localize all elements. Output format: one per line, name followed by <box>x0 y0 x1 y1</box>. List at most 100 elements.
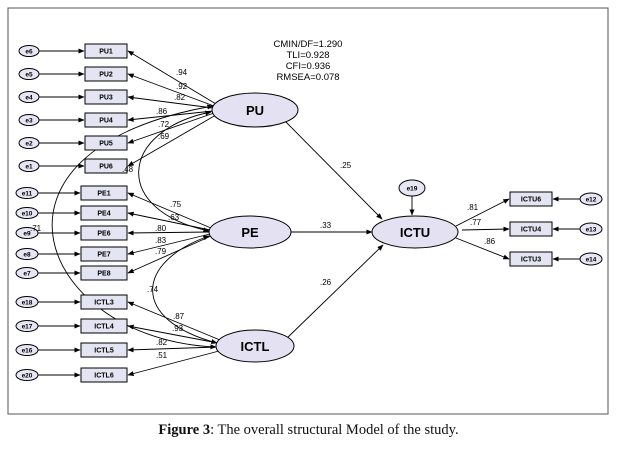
error-node <box>15 187 39 199</box>
error-node <box>18 91 40 103</box>
indicator-label: ICTL5 <box>94 348 114 355</box>
error-node <box>15 369 39 381</box>
coef-ictl5: .82 <box>156 338 168 347</box>
indicator-label: ICTU4 <box>521 227 541 234</box>
pe-indicators: e11 PE1 e10 PE4 e9 PE6 e8 PE7 e7 PE8 <box>15 185 128 281</box>
indicator-label: ICTL3 <box>94 300 114 307</box>
error-label: e10 <box>22 211 33 218</box>
error-node <box>15 248 39 260</box>
cov-pu-ictl-curve <box>51 104 217 350</box>
loading-pe7-line <box>127 233 211 256</box>
indicator-label: ICTU6 <box>521 197 541 204</box>
error-label: e16 <box>22 348 33 355</box>
coef-pu1: .94 <box>176 68 188 77</box>
error-label: e13 <box>586 227 597 234</box>
error-label: e1 <box>25 164 33 171</box>
coef-pu4: .86 <box>156 107 168 116</box>
coef-pe1: .75 <box>170 200 182 209</box>
error-label: e17 <box>22 324 33 331</box>
indicator-box <box>80 205 128 221</box>
loading-pu2-line <box>127 73 215 107</box>
pu-indicators: e6 PU1 e5 PU2 e4 PU3 e3 PU4 e2 PU5 e1 PU… <box>18 43 128 174</box>
indicator-box <box>84 158 128 174</box>
loading-pe6-line <box>127 230 210 236</box>
coef-pu2: .92 <box>176 82 188 91</box>
indicator-box <box>84 66 128 82</box>
indicator-box <box>80 225 128 241</box>
ictu-error-node <box>398 179 426 197</box>
indicator-label: PU2 <box>99 72 113 79</box>
coef-pu3: .82 <box>174 93 186 102</box>
coef-cov-pu-ictl: .71 <box>30 224 42 233</box>
loading-pu6-line <box>127 114 217 167</box>
indicator-box <box>80 246 128 262</box>
indicator-label: PU5 <box>99 141 113 148</box>
loading-pu3-line <box>127 95 214 109</box>
indicator-box <box>80 294 128 310</box>
error-node <box>18 114 40 126</box>
latent-pu <box>211 92 299 128</box>
figure-caption-text: : The overall structural Model of the st… <box>210 422 459 438</box>
loading-ictu4-line <box>461 226 510 232</box>
indicator-box <box>80 318 128 334</box>
coef-path-ictl-ictu: .26 <box>320 278 332 287</box>
error-label: e8 <box>23 252 31 259</box>
loading-ictl6-line <box>127 350 220 376</box>
error-node <box>18 137 40 149</box>
error-arrows <box>38 48 580 378</box>
coef-ictu4: .77 <box>470 218 482 227</box>
loading-ictl3-line <box>127 301 221 341</box>
error-node <box>15 344 39 356</box>
fit-cmin: CMIN/DF=1.290 <box>274 39 343 50</box>
loading-pe8-line <box>127 235 212 274</box>
indicator-box <box>509 191 553 207</box>
coef-pu6: .69 <box>158 132 170 141</box>
indicator-box <box>80 265 128 281</box>
error-node <box>15 227 39 239</box>
error-label: e20 <box>22 373 33 380</box>
loading-pu5-line <box>127 112 215 144</box>
coef-pe4: .63 <box>168 213 180 222</box>
error-node <box>15 207 39 219</box>
coef-ictl6: .51 <box>156 351 168 360</box>
error-label: e4 <box>25 95 33 102</box>
indicator-box <box>84 135 128 151</box>
latent-ictl-label: ICTL <box>241 339 270 354</box>
indicator-label: ICTU3 <box>521 257 541 264</box>
coef-pe8: .79 <box>155 247 167 256</box>
figure-caption-label: Figure 3 <box>158 422 211 438</box>
coef-ictu3: .86 <box>484 237 496 246</box>
error-label: e14 <box>586 257 597 264</box>
latent-pe-label: PE <box>241 225 259 240</box>
path-ictl-ictu-line <box>284 244 384 341</box>
figure-caption: Figure 3: The overall structural Model o… <box>0 422 617 439</box>
error-node <box>15 267 39 279</box>
indicator-box <box>80 342 128 358</box>
error-label: e6 <box>25 49 33 56</box>
coef-pu5: .72 <box>158 120 170 129</box>
loading-ictl4-line <box>127 324 219 344</box>
indicator-label: ICTL4 <box>94 324 114 331</box>
indicator-label: ICTL6 <box>94 373 114 380</box>
ictl-indicators: e18 ICTL3 e17 ICTL4 e16 ICTL5 e20 ICTL6 <box>15 294 128 383</box>
ictu-error-label: e19 <box>407 186 418 193</box>
error-label: e11 <box>22 191 33 198</box>
indicator-box <box>80 185 128 201</box>
coef-pe6: .80 <box>155 224 167 233</box>
fit-rmsea: RMSEA=0.078 <box>276 72 339 83</box>
loading-pe4-line <box>127 211 211 231</box>
coef-cov-pe-ictl: .74 <box>147 285 159 294</box>
indicator-label: PE1 <box>97 191 110 198</box>
loading-ictu3-line <box>455 237 510 260</box>
latent-ictu <box>371 215 459 249</box>
indicator-label: PE8 <box>97 271 110 278</box>
error-node <box>579 192 603 206</box>
latent-pu-label: PU <box>246 103 264 118</box>
coef-ictl4: .93 <box>172 324 184 333</box>
error-node <box>18 68 40 80</box>
coef-path-pe-ictu: .33 <box>320 221 332 230</box>
loading-pe1-line <box>127 192 212 229</box>
indicator-label: PU6 <box>99 164 113 171</box>
loading-pu1-line <box>127 50 217 105</box>
